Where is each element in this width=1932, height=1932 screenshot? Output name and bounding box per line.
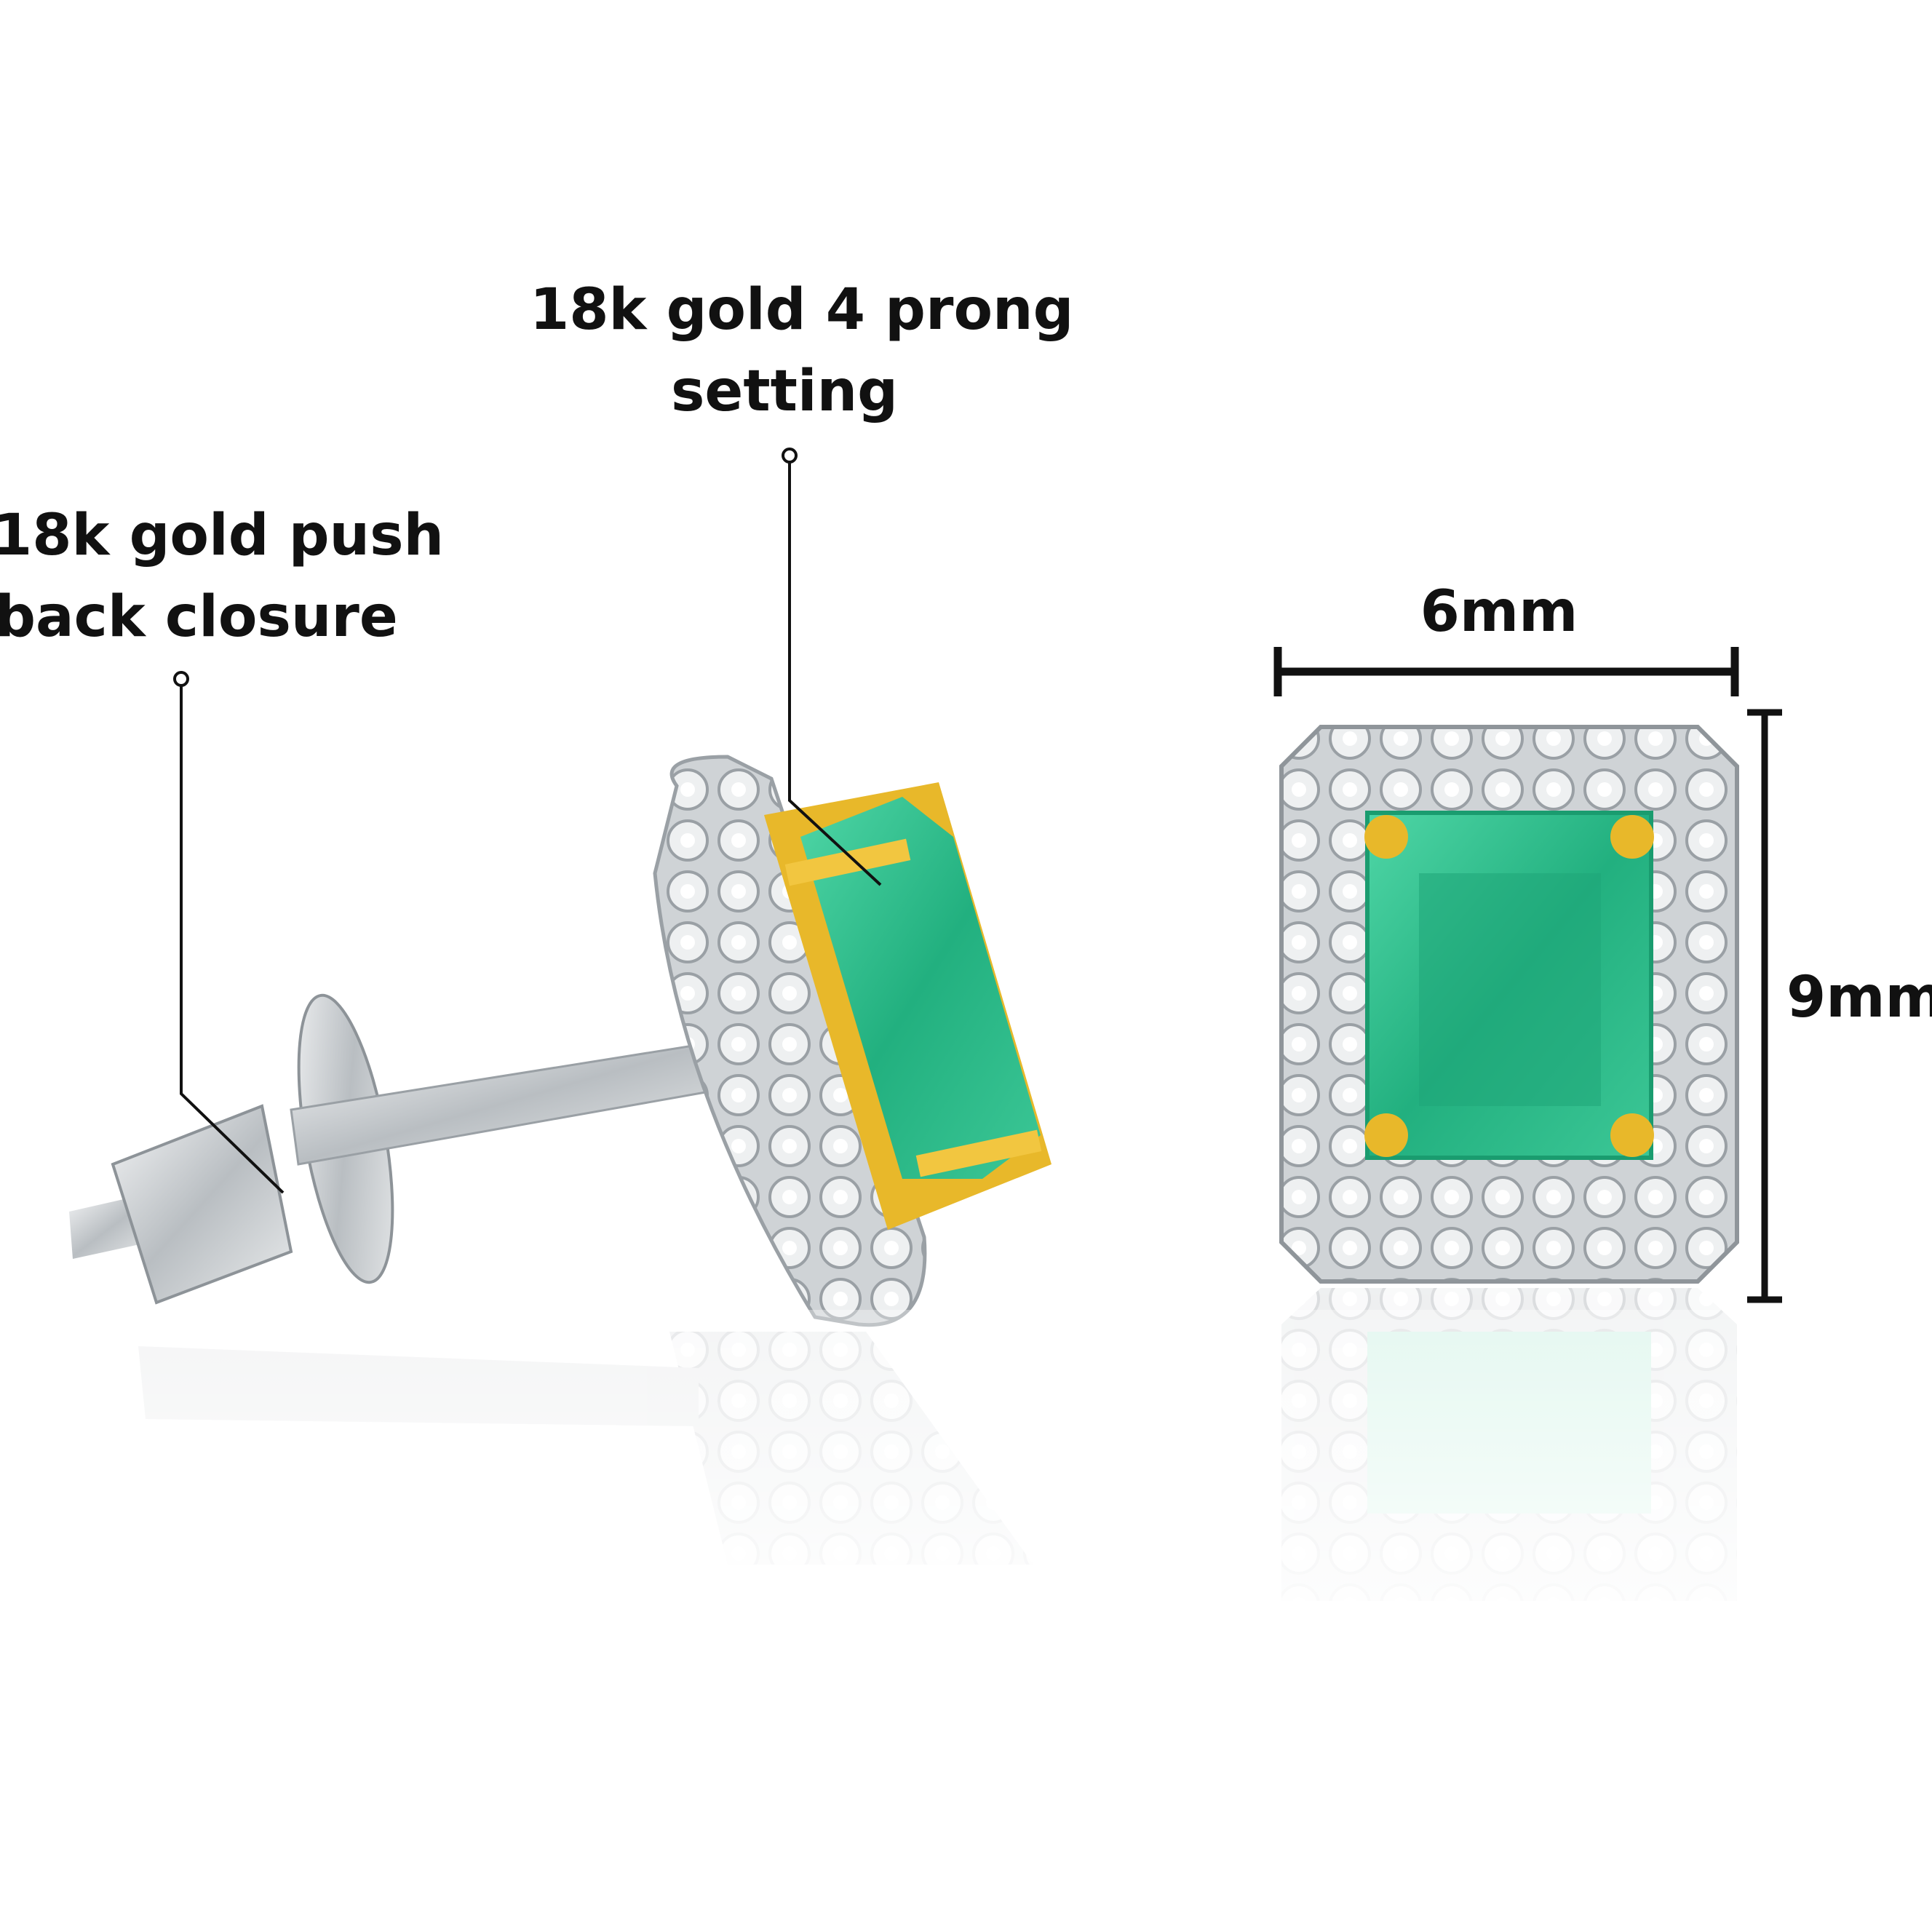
prong-bottom-left bbox=[1364, 1113, 1408, 1157]
prong-setting-line2: setting bbox=[671, 359, 898, 424]
prong-setting-label: 18k gold 4 prong setting bbox=[530, 269, 1074, 432]
prong bbox=[915, 1129, 1042, 1177]
width-label: 6mm bbox=[1420, 579, 1578, 645]
emerald-table bbox=[1419, 873, 1601, 1106]
push-back bbox=[111, 1104, 293, 1305]
height-dimension-bar bbox=[1747, 709, 1782, 1303]
emerald-side bbox=[800, 797, 1041, 1179]
push-back-line2: back closure bbox=[0, 584, 398, 650]
push-back-label: 18k gold push back closure bbox=[0, 495, 445, 658]
side-view-earring bbox=[69, 755, 1052, 1327]
push-back-callout-line bbox=[173, 671, 285, 1194]
push-back-line1: 18k gold push bbox=[0, 503, 445, 568]
prong-top-right bbox=[1610, 815, 1654, 859]
height-label: 9mm bbox=[1786, 965, 1932, 1030]
prong-setting-line1: 18k gold 4 prong bbox=[530, 277, 1074, 343]
prong-callout-line bbox=[782, 448, 882, 886]
prong-top-left bbox=[1364, 815, 1408, 859]
front-view-earring bbox=[1279, 725, 1739, 1284]
prong bbox=[784, 838, 911, 886]
width-dimension-bar bbox=[1273, 647, 1739, 696]
prong-bottom-right bbox=[1610, 1113, 1654, 1157]
